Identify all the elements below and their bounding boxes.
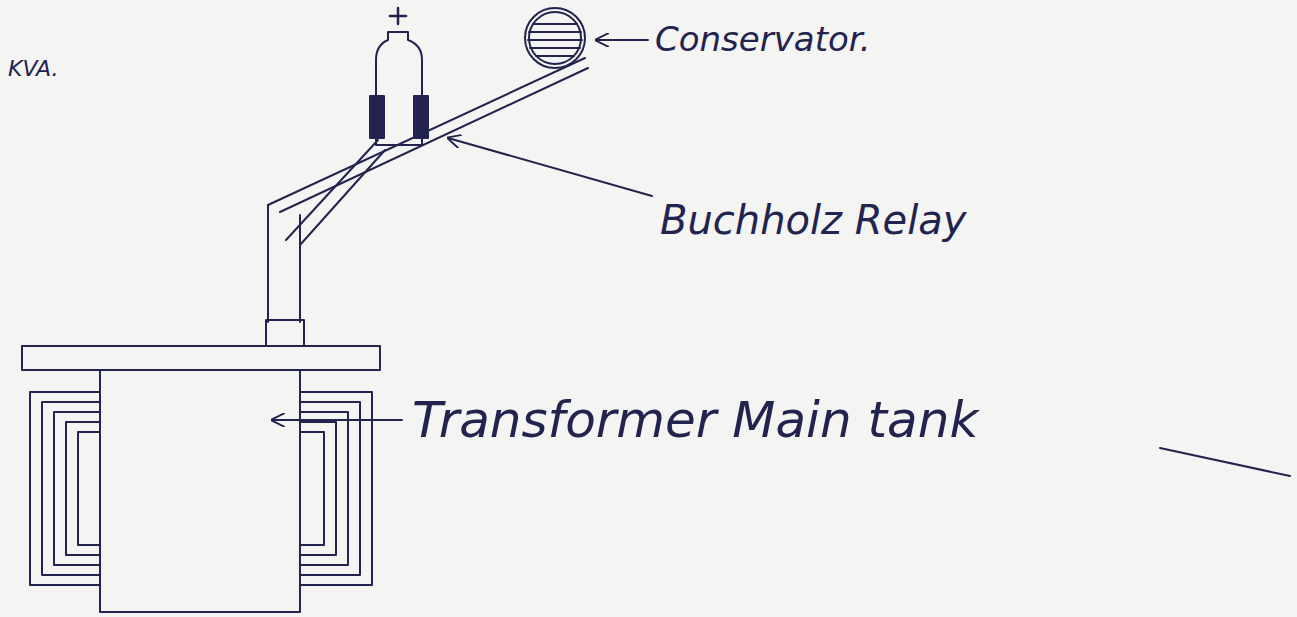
relay-band [414,96,428,138]
part-label: Transformer Main tank [412,395,978,445]
conservator-hatching [528,24,582,56]
tank-lid [22,346,380,370]
relay-band [370,96,384,138]
pipe-brace [286,140,385,245]
part-label: Conservator. [655,22,870,56]
conservator-outline [529,12,581,64]
relay-terminal [390,8,406,24]
leader-line [596,39,648,41]
leader-line [448,138,652,196]
buchholz-relay-body [370,8,428,145]
pen-stroke [1160,448,1290,476]
leader-line [272,419,402,421]
pipe-flange [266,320,304,346]
rating-note: KVA. [8,58,58,80]
transformer-tank [100,370,300,612]
conservator-drum [525,8,585,68]
connecting-pipe [268,58,588,212]
left-winding [30,392,100,585]
part-label: Buchholz Relay [660,200,966,240]
vertical-pipe [268,205,300,322]
conservator-outline [525,8,585,68]
